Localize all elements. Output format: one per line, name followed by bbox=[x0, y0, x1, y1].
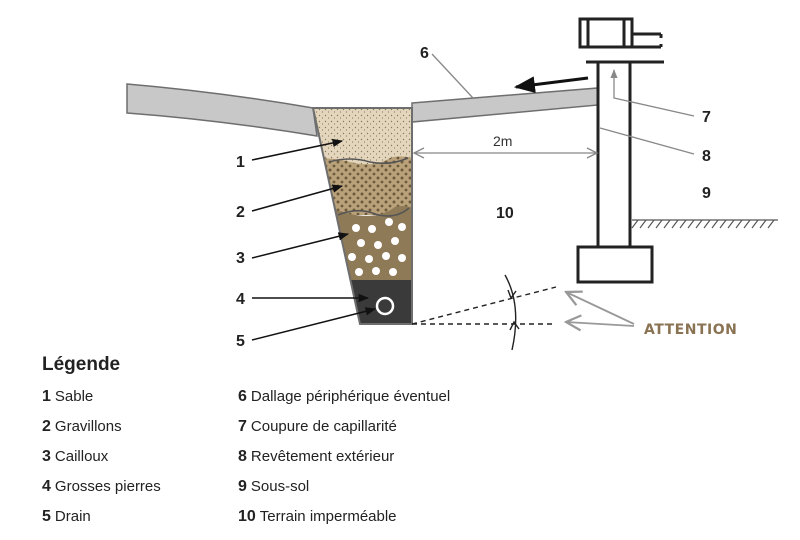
ground-surface bbox=[126, 83, 318, 137]
angle-indicator bbox=[411, 274, 557, 350]
dimension-label: 2m bbox=[493, 133, 512, 149]
leader-1 bbox=[251, 138, 344, 161]
label-9: 9 bbox=[702, 185, 711, 202]
leader-3 bbox=[251, 232, 350, 259]
label-10: 10 bbox=[496, 205, 514, 222]
dimension-2m bbox=[412, 147, 599, 159]
label-5: 5 bbox=[236, 333, 245, 350]
leader-5 bbox=[251, 307, 377, 341]
sand-layer bbox=[313, 108, 412, 165]
slope-arrow bbox=[513, 76, 589, 93]
ground-hatch bbox=[631, 219, 778, 229]
legend-title: Légende bbox=[42, 354, 121, 375]
leader-8 bbox=[599, 127, 695, 155]
drainage-diagram: 2m ATTENTION 1 2 3 4 5 6 7 8 9 10 bbox=[126, 17, 778, 350]
label-2: 2 bbox=[236, 204, 245, 221]
stone-dots bbox=[348, 218, 406, 276]
label-3: 3 bbox=[236, 250, 245, 267]
footing bbox=[576, 245, 654, 284]
peripheral-paving bbox=[411, 87, 599, 123]
label-7: 7 bbox=[702, 109, 711, 126]
attention-arrows bbox=[566, 292, 635, 326]
attention-label: ATTENTION bbox=[644, 322, 737, 338]
label-4: 4 bbox=[236, 291, 245, 308]
house-wall bbox=[576, 17, 664, 284]
drain-pipe bbox=[375, 296, 395, 316]
label-1: 1 bbox=[236, 154, 245, 171]
leader-6 bbox=[431, 53, 474, 99]
leader-2 bbox=[251, 184, 344, 212]
label-6: 6 bbox=[420, 45, 429, 62]
leader-7 bbox=[610, 69, 695, 117]
trench-layers bbox=[313, 108, 412, 324]
label-8: 8 bbox=[702, 148, 711, 165]
